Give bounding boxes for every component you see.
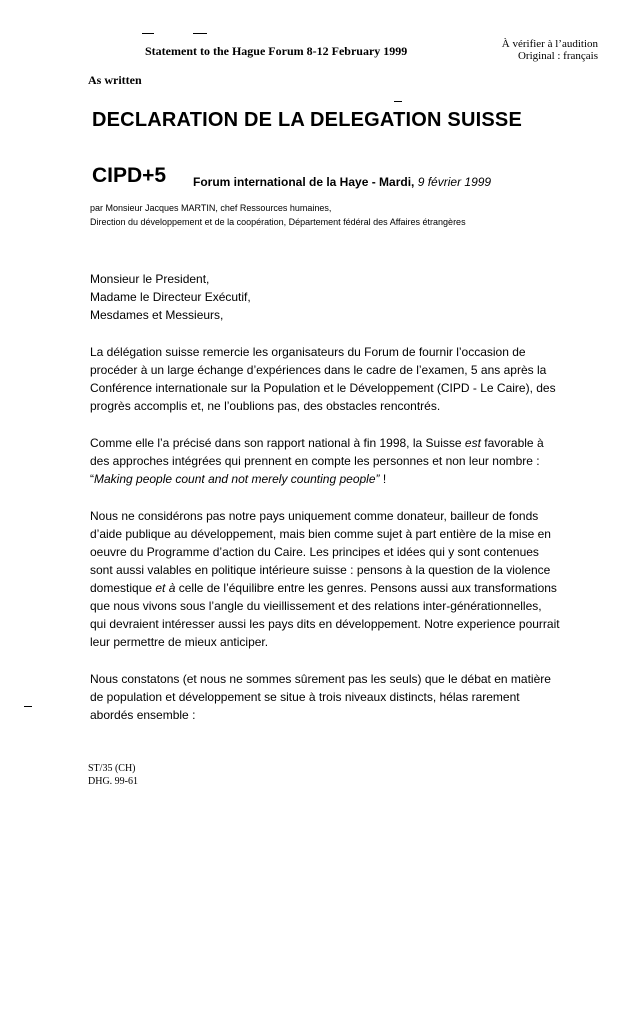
scan-mark-3 (394, 101, 402, 102)
margin-mark (24, 706, 32, 707)
byline-line-1: par Monsieur Jacques MARTIN, chef Ressou… (90, 203, 332, 213)
document-title: DECLARATION DE LA DELEGATION SUISSE (92, 109, 522, 131)
paragraph-4: Nous constatons (et nous ne sommes sûrem… (90, 672, 551, 722)
salutation: Monsieur le President, Madame le Directe… (90, 270, 560, 324)
paragraph-1: La délégation suisse remercie les organi… (90, 345, 556, 413)
forum-date: 9 février 1999 (417, 175, 492, 189)
paragraph-3-part-c: celle de l’équilibre entre les genres. P… (90, 581, 560, 649)
paragraph-2-quote: Making people count and not merely count… (94, 472, 380, 486)
scan-mark-2 (193, 33, 207, 34)
cipd-label: CIPD+5 (92, 164, 167, 187)
scan-mark-1 (142, 33, 154, 34)
paragraph-3-part-a: Nous ne considérons pas notre pays uniqu… (90, 509, 551, 595)
forum-place: Forum international de la Haye - Mardi, (193, 175, 415, 189)
salutation-line-2: Madame le Directeur Exécutif, (90, 290, 251, 304)
salutation-line-3: Mesdames et Messieurs, (90, 308, 224, 322)
salutation-line-1: Monsieur le President, (90, 272, 210, 286)
paragraph-2-part-a: Comme elle l’a précisé dans son rapport … (90, 436, 465, 450)
header-statement: Statement to the Hague Forum 8-12 Februa… (145, 44, 408, 58)
verification-line-2: Original : français (517, 50, 598, 62)
paragraph-2-part-c: favorable à des approches intégrées qui … (90, 436, 544, 486)
verification-line-1: À vérifier à l’audition (501, 38, 598, 50)
document-body: Monsieur le President, Madame le Directe… (90, 270, 560, 743)
footer-ref-2: DHG. 99-61 (88, 776, 138, 787)
verification-note: À vérifier à l’audition Original : franç… (478, 38, 598, 62)
footer-reference: ST/35 (CH) DHG. 99-61 (88, 762, 138, 788)
paragraph-2-emphasis: est (464, 436, 481, 450)
byline-line-2: Direction du développement et de la coop… (90, 217, 466, 227)
paragraph-3: Nous ne considérons pas notre pays uniqu… (90, 507, 560, 651)
byline: par Monsieur Jacques MARTIN, chef Ressou… (90, 201, 466, 229)
footer-ref-1: ST/35 (CH) (88, 763, 136, 774)
paragraph-2-part-e: ! (379, 472, 387, 486)
as-written-label: As written (88, 73, 142, 87)
paragraph-3-emphasis: et à (155, 581, 176, 595)
paragraph-2: Comme elle l’a précisé dans son rapport … (90, 434, 560, 488)
forum-line: Forum international de la Haye - Mardi, … (193, 175, 491, 189)
